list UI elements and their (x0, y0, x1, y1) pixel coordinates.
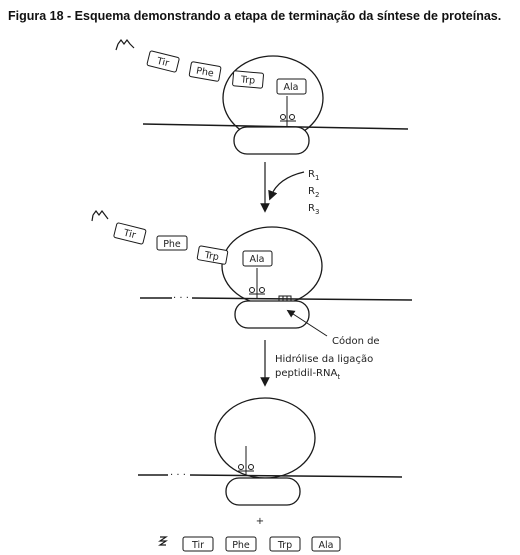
aa-tir-1: Tir (146, 50, 180, 73)
aa-label: Tir (121, 227, 136, 241)
aa-label: Trp (277, 540, 292, 551)
aa-label: Ala (284, 82, 299, 93)
large-subunit-2 (221, 226, 323, 306)
mrna-continuation-2: · · · (173, 293, 189, 304)
peptide-end-squiggle (158, 536, 168, 546)
aa-ala-released: Ala (311, 536, 341, 552)
figure-title: Figura 18 - Esquema demonstrando a etapa… (8, 9, 502, 23)
release-factor-arrow (268, 171, 305, 201)
aa-tir-2: Tir (113, 222, 147, 245)
step-2-arrow: Hidrólise da ligação peptidil-RNAt (260, 340, 373, 387)
trna-cca-squiggle-2 (91, 210, 109, 222)
released-peptide: Tir Phe Trp Ala (158, 536, 341, 552)
aa-trp-2: Trp (196, 245, 229, 265)
release-factor-r2: R2 (308, 186, 319, 199)
trna-anchor-2 (249, 268, 265, 298)
aa-phe-2: Phe (156, 235, 188, 251)
aa-label: Phe (195, 66, 214, 80)
stage-1-ribosome: Tir Phe Trp Ala (115, 39, 409, 155)
stop-codon-mark (278, 295, 292, 301)
trna-anchor-3 (238, 446, 254, 475)
hydrolysis-label-line2: peptidil-RNAt (275, 368, 340, 381)
aa-trp-released: Trp (269, 536, 301, 552)
release-factor-r1: R1 (308, 169, 319, 182)
stage-3-ribosome: · · · + (138, 397, 403, 527)
aa-phe-1: Phe (188, 61, 222, 82)
codon-label: Códon de (332, 335, 380, 347)
aa-label: Phe (163, 239, 181, 250)
aa-label: Tir (191, 540, 204, 551)
large-subunit-3 (214, 397, 316, 479)
aa-phe-released: Phe (225, 536, 257, 552)
aa-label: Tir (155, 55, 170, 69)
stage-2-ribosome: · · · Tir Phe Trp Ala Códon de (91, 210, 413, 347)
aa-label: Ala (319, 540, 334, 551)
small-subunit-3 (225, 477, 301, 506)
aa-tir-released: Tir (182, 536, 214, 552)
trna-anchor-1 (280, 96, 296, 126)
aa-label: Phe (232, 540, 250, 551)
aa-ala-2: Ala (242, 250, 273, 267)
step-1-arrow: R1 R2 R3 (260, 162, 319, 216)
mrna-continuation-3: · · · (170, 470, 186, 481)
aa-ala-1: Ala (276, 78, 307, 95)
codon-pointer (286, 309, 328, 337)
hydrolysis-label-line1: Hidrólise da ligação (275, 353, 373, 365)
aa-label: Ala (250, 254, 265, 265)
aa-label: Trp (239, 74, 255, 86)
aa-trp-1: Trp (232, 70, 264, 89)
release-factor-r3: R3 (308, 203, 319, 216)
plus-sign: + (256, 516, 264, 527)
trna-cca-squiggle-1 (115, 39, 135, 51)
small-subunit-1 (233, 126, 310, 155)
aa-label: Trp (203, 250, 220, 263)
small-subunit-2 (234, 300, 310, 329)
